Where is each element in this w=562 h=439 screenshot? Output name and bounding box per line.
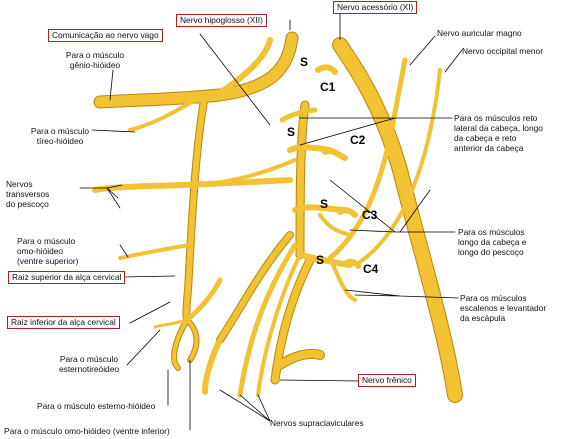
superior-root-label: Raiz superior da alça cervical xyxy=(8,271,126,284)
marker-s4: S xyxy=(316,253,325,267)
accessory-nerve-label: Nervo acessório (XI) xyxy=(333,1,418,14)
geniohyoid-label: Para o músculo gênio-hióideo xyxy=(65,50,125,70)
vagus-communication-label: Comunicação ao nervo vago xyxy=(48,29,163,42)
marker-s1: S xyxy=(300,55,309,69)
transverse-cervical-label: Nervos transversos do pescoço xyxy=(6,179,50,209)
sternohyoid-label: Para o músculo esterno-hióideo xyxy=(37,401,156,411)
thyrohyoid-label: Para o músculo tíreo-hióideo xyxy=(30,126,90,146)
omohyoid-inferior-label: Para o músculo omo-hióideo (ventre infer… xyxy=(4,426,170,436)
scalene-muscles-label: Para os músculos escalenos e levantador … xyxy=(460,293,547,323)
inferior-root-label: Raiz inferior da alça cervical xyxy=(7,316,120,329)
marker-c2: C2 xyxy=(350,133,366,147)
nerve-trunks xyxy=(92,32,462,402)
marker-s3: S xyxy=(320,197,329,211)
rectus-muscles-label: Para os músculos reto lateral da cabeça,… xyxy=(454,113,543,153)
marker-s2: S xyxy=(287,125,296,139)
marker-c4: C4 xyxy=(363,262,379,276)
longus-muscles-label: Para os músculos longo da cabeça e longo… xyxy=(458,227,527,257)
phrenic-nerve-label: Nervo frênico xyxy=(358,374,416,387)
marker-c1: C1 xyxy=(320,80,336,94)
marker-c3: C3 xyxy=(362,208,378,222)
leader-lines xyxy=(79,13,463,431)
hypoglossal-nerve-label: Nervo hipoglosso (XII) xyxy=(176,14,267,27)
lesser-occipital-label: Nervo occipital menor xyxy=(462,46,543,56)
supraclavicular-label: Nervos supraclaviculares xyxy=(270,418,364,428)
omohyoid-superior-label: Para o músculo omo-hióideo (ventre super… xyxy=(17,236,79,266)
great-auricular-label: Nervo auricular magno xyxy=(437,28,522,38)
sternothyroid-label: Para o músculo esternotireóideo xyxy=(58,354,120,374)
